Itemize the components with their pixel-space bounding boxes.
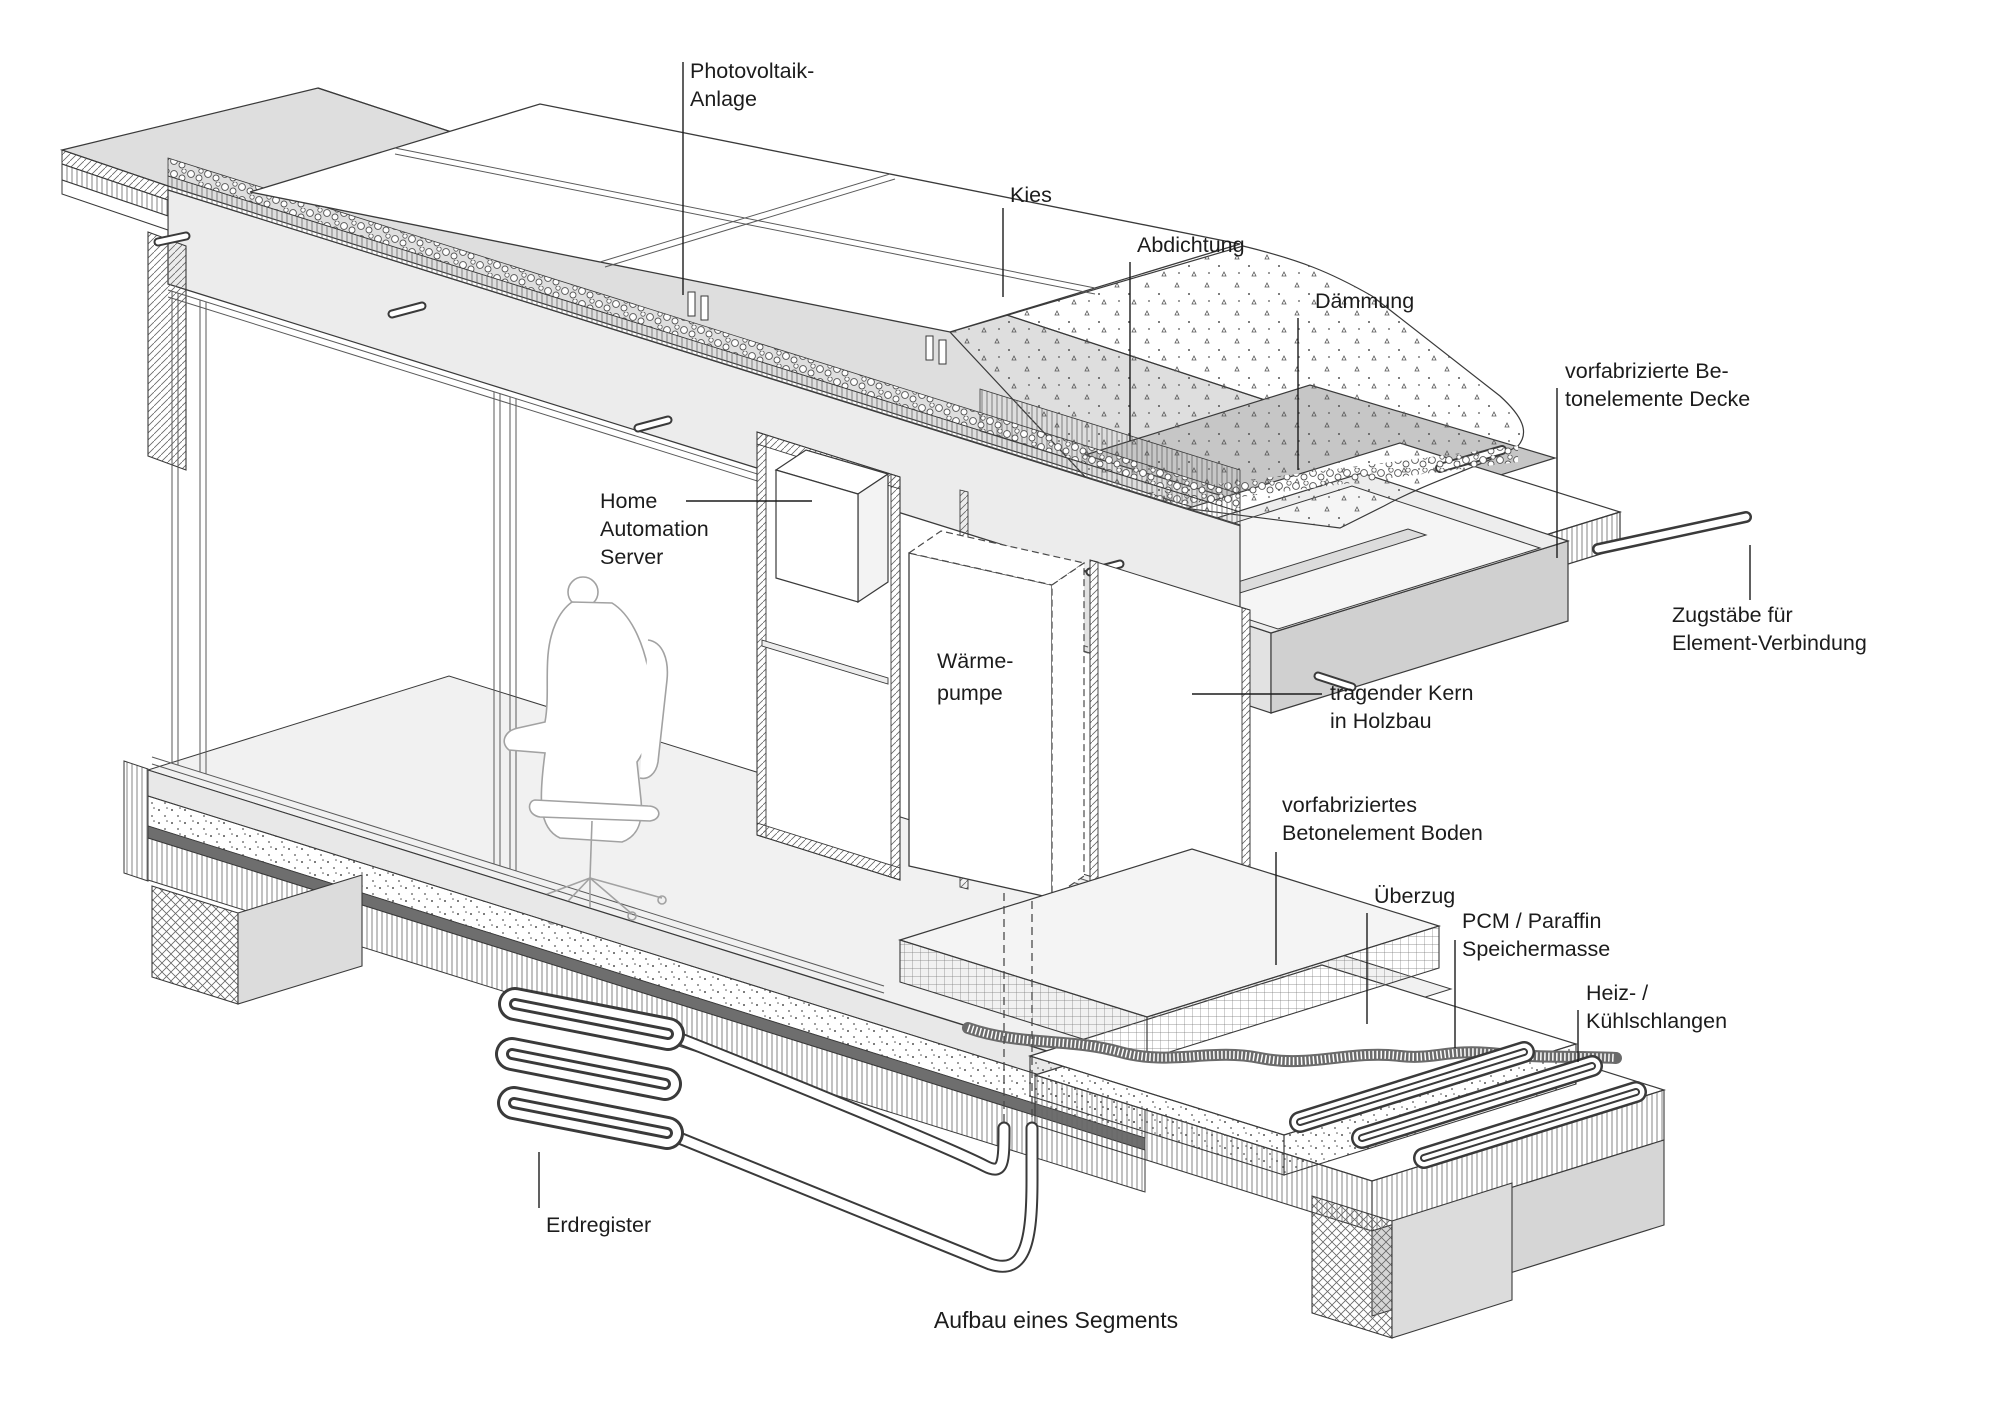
window-mullion (171, 291, 517, 871)
pipe-run-upper (661, 1027, 1011, 1176)
label-kies: Kies (1002, 183, 1052, 297)
label-text: Überzug (1374, 884, 1455, 908)
label-text: tonelemente Decke (1565, 387, 1750, 411)
annotations: Photovoltaik- Anlage Kies Abdichtung Däm… (538, 59, 1867, 1237)
label-text: Automation (600, 517, 709, 541)
pv-support-feet (687, 291, 947, 365)
pipe-run-lower (660, 1121, 1039, 1273)
label-tragender-kern: tragender Kern in Holzbau (1192, 681, 1473, 733)
diagram-caption: Aufbau eines Segments (934, 1307, 1178, 1333)
label-ueberzug: Überzug (1366, 884, 1455, 1024)
chair-seat (528, 799, 660, 822)
label-home-automation: Home Automation Server (600, 489, 812, 569)
label-abdichtung: Abdichtung (1129, 233, 1245, 441)
label-text: Photovoltaik- (690, 59, 814, 83)
label-text: PCM / Paraffin (1462, 909, 1601, 933)
floor-slab-left-cap (123, 760, 149, 882)
fascia-plank-strip (167, 175, 1241, 527)
label-text: pumpe (937, 681, 1003, 705)
label-text: tragender Kern (1330, 681, 1473, 705)
roof-tip-section (61, 149, 169, 231)
label-text: Kies (1010, 183, 1052, 207)
label-daemmung: Dämmung (1297, 289, 1414, 470)
wall-end-post (147, 231, 187, 471)
label-text: Heiz- / (1586, 981, 1648, 1005)
label-erdregister: Erdregister (538, 1152, 651, 1237)
ground-pipes (495, 893, 1039, 1273)
label-heiz-kuehl: Heiz- / Kühlschlangen (1577, 981, 1727, 1062)
foundation-block-right (1311, 1182, 1513, 1339)
label-text: Kühlschlangen (1586, 1009, 1727, 1033)
label-text: Abdichtung (1137, 233, 1245, 257)
label-text: in Holzbau (1330, 709, 1432, 733)
person-silhouette (503, 576, 669, 929)
label-text: Home (600, 489, 657, 513)
heat-pump-top (907, 530, 1086, 586)
chair-backrest (639, 639, 669, 780)
label-text: Dämmung (1315, 289, 1414, 313)
concrete-floor-element (897, 848, 1442, 1060)
foundation-block-left (151, 874, 363, 1005)
label-betonelemente-decke: vorfabrizierte Be- tonelemente Decke (1556, 359, 1750, 558)
label-text: Wärme- (937, 649, 1013, 673)
label-betonelement-boden: vorfabriziertes Betonelement Boden (1275, 793, 1483, 965)
photovoltaic-panels (249, 103, 1241, 365)
label-waermepumpe: Wärme- pumpe (937, 649, 1013, 705)
floor-slab-assembly (123, 760, 1667, 1339)
label-text: Betonelement Boden (1282, 821, 1483, 845)
label-zugstaebe: Zugstäbe für Element-Verbindung (1672, 545, 1867, 655)
core-shelf (761, 639, 889, 685)
label-text: Server (600, 545, 663, 569)
label-pcm: PCM / Paraffin Speichermasse (1454, 909, 1610, 1048)
label-text: Element-Verbindung (1672, 631, 1867, 655)
label-text: Zugstäbe für (1672, 603, 1793, 627)
label-photovoltaik: Photovoltaik- Anlage (682, 59, 814, 295)
roof-assembly (59, 87, 1752, 714)
heat-pump-front (908, 552, 1053, 899)
label-text: Erdregister (546, 1213, 651, 1237)
label-text: vorfabrizierte Be- (1565, 359, 1729, 383)
label-text: vorfabriziertes (1282, 793, 1417, 817)
label-text: Anlage (690, 87, 757, 111)
home-automation-server-box (774, 449, 890, 604)
label-text: Speichermasse (1462, 937, 1610, 961)
heating-cooling-coils (1289, 1041, 1647, 1169)
heat-pump (907, 530, 1086, 900)
chair-post (589, 820, 593, 879)
earth-register-loops (495, 987, 685, 1150)
heat-pump-side (1051, 561, 1085, 900)
